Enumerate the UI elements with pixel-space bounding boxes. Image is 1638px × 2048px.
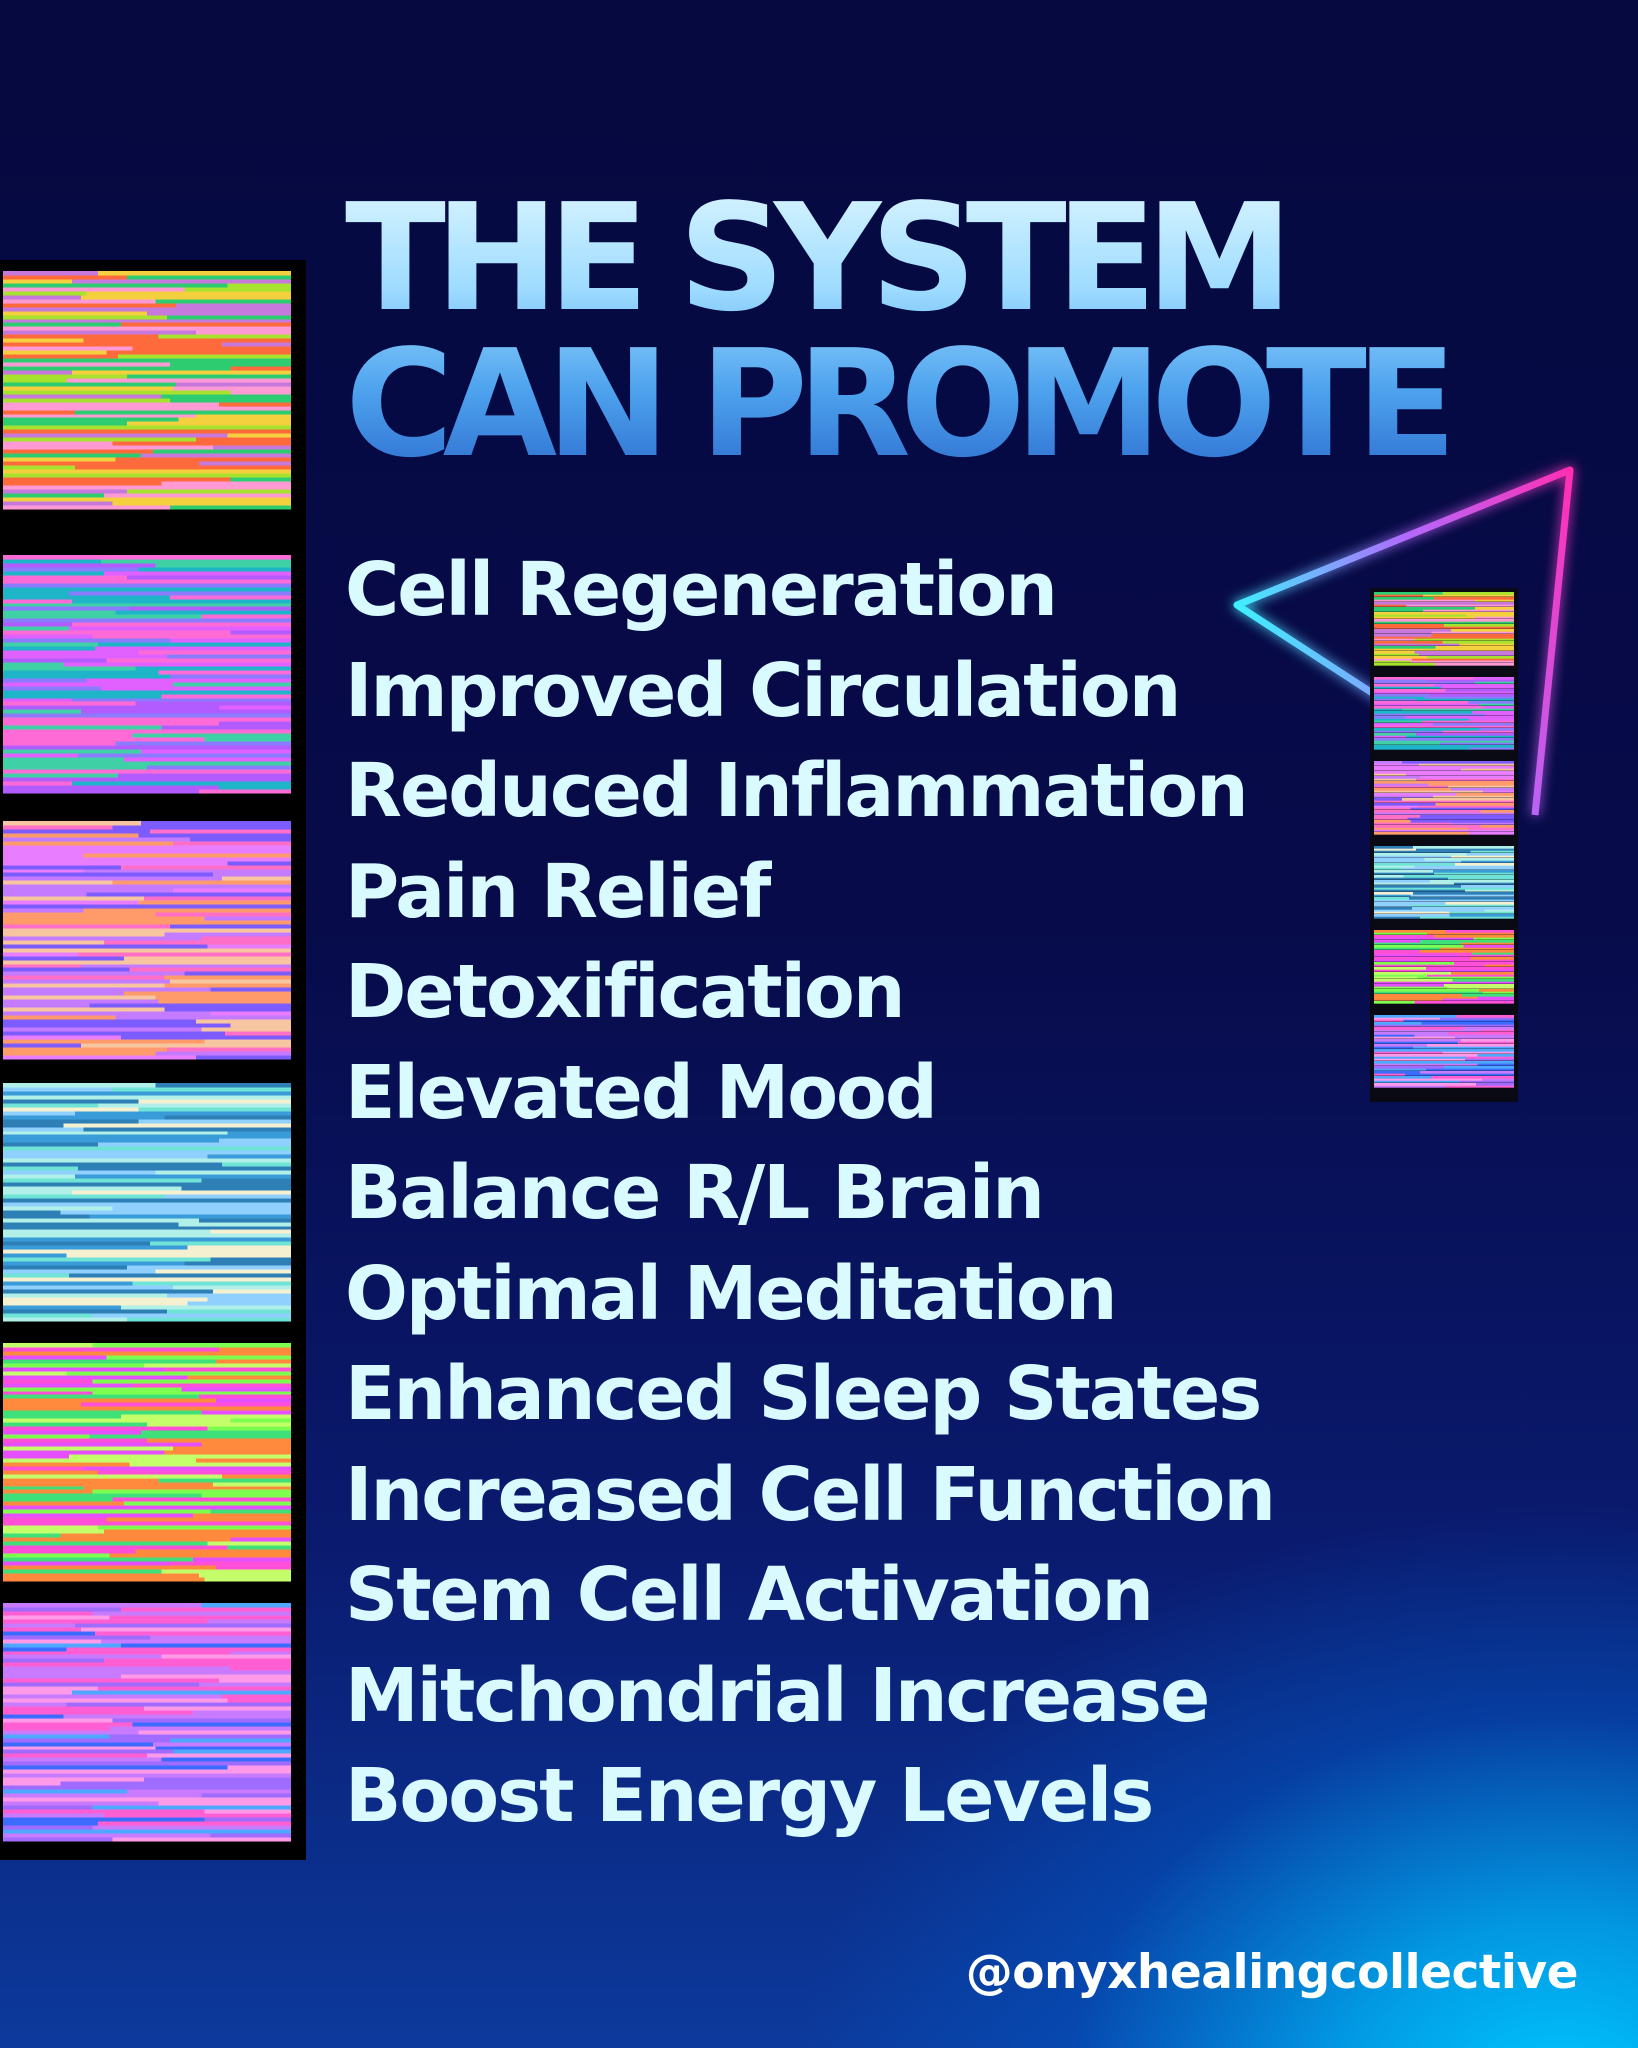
glitch-texture: [3, 821, 291, 1063]
list-item: Boost Energy Levels: [345, 1753, 1154, 1839]
list-item: Improved Circulation: [345, 647, 1181, 734]
thumbnail-3: [1374, 761, 1514, 837]
title-line-1: THE SYSTEM: [345, 172, 1283, 344]
glitch-texture: [3, 1083, 291, 1325]
thumbnail-6: [1374, 1014, 1514, 1091]
thumbnail-2: [1374, 676, 1514, 753]
list-item: Stem Cell Activation: [345, 1552, 1154, 1638]
list-item: Optimal Meditation: [345, 1250, 1118, 1337]
glitch-panel-violet-teal: [0, 552, 294, 800]
list-item: Balance R/L Brain: [345, 1150, 1045, 1236]
list-item: Reduced Inflammation: [345, 748, 1249, 834]
glitch-panel-orange-green: [0, 268, 294, 516]
list-item: Cell Regeneration: [345, 547, 1058, 633]
benefits-list: Cell Regeneration Improved Circulation R…: [345, 540, 1276, 1847]
glitch-panel-aqua-cream: [0, 1080, 294, 1328]
glitch-panel-pink-blue: [0, 1600, 294, 1848]
thumbnail-1: [1374, 592, 1514, 668]
glitch-texture: [3, 1343, 291, 1585]
glitch-texture: [3, 555, 291, 797]
glitch-panel-lime-magenta: [0, 1340, 294, 1588]
title-line-2: CAN PROMOTE: [345, 318, 1446, 490]
list-item: Enhanced Sleep States: [345, 1351, 1262, 1437]
list-item: Pain Relief: [345, 848, 771, 935]
glitch-texture: [3, 1603, 291, 1845]
thumbnail-strip: [1370, 588, 1518, 1102]
list-item: Increased Cell Function: [345, 1451, 1276, 1538]
social-handle[interactable]: @onyxhealingcollective: [965, 1945, 1579, 2000]
glitch-panel-peach-purple: [0, 818, 294, 1066]
list-item: Elevated Mood: [345, 1049, 938, 1136]
page-title: THE SYSTEM CAN PROMOTE: [345, 185, 1545, 477]
list-item: Detoxification: [345, 949, 906, 1035]
thumbnail-4: [1374, 845, 1514, 922]
thumbnail-5: [1374, 930, 1514, 1006]
glitch-texture: [3, 271, 291, 513]
list-item: Mitchondrial Increase: [345, 1652, 1210, 1739]
